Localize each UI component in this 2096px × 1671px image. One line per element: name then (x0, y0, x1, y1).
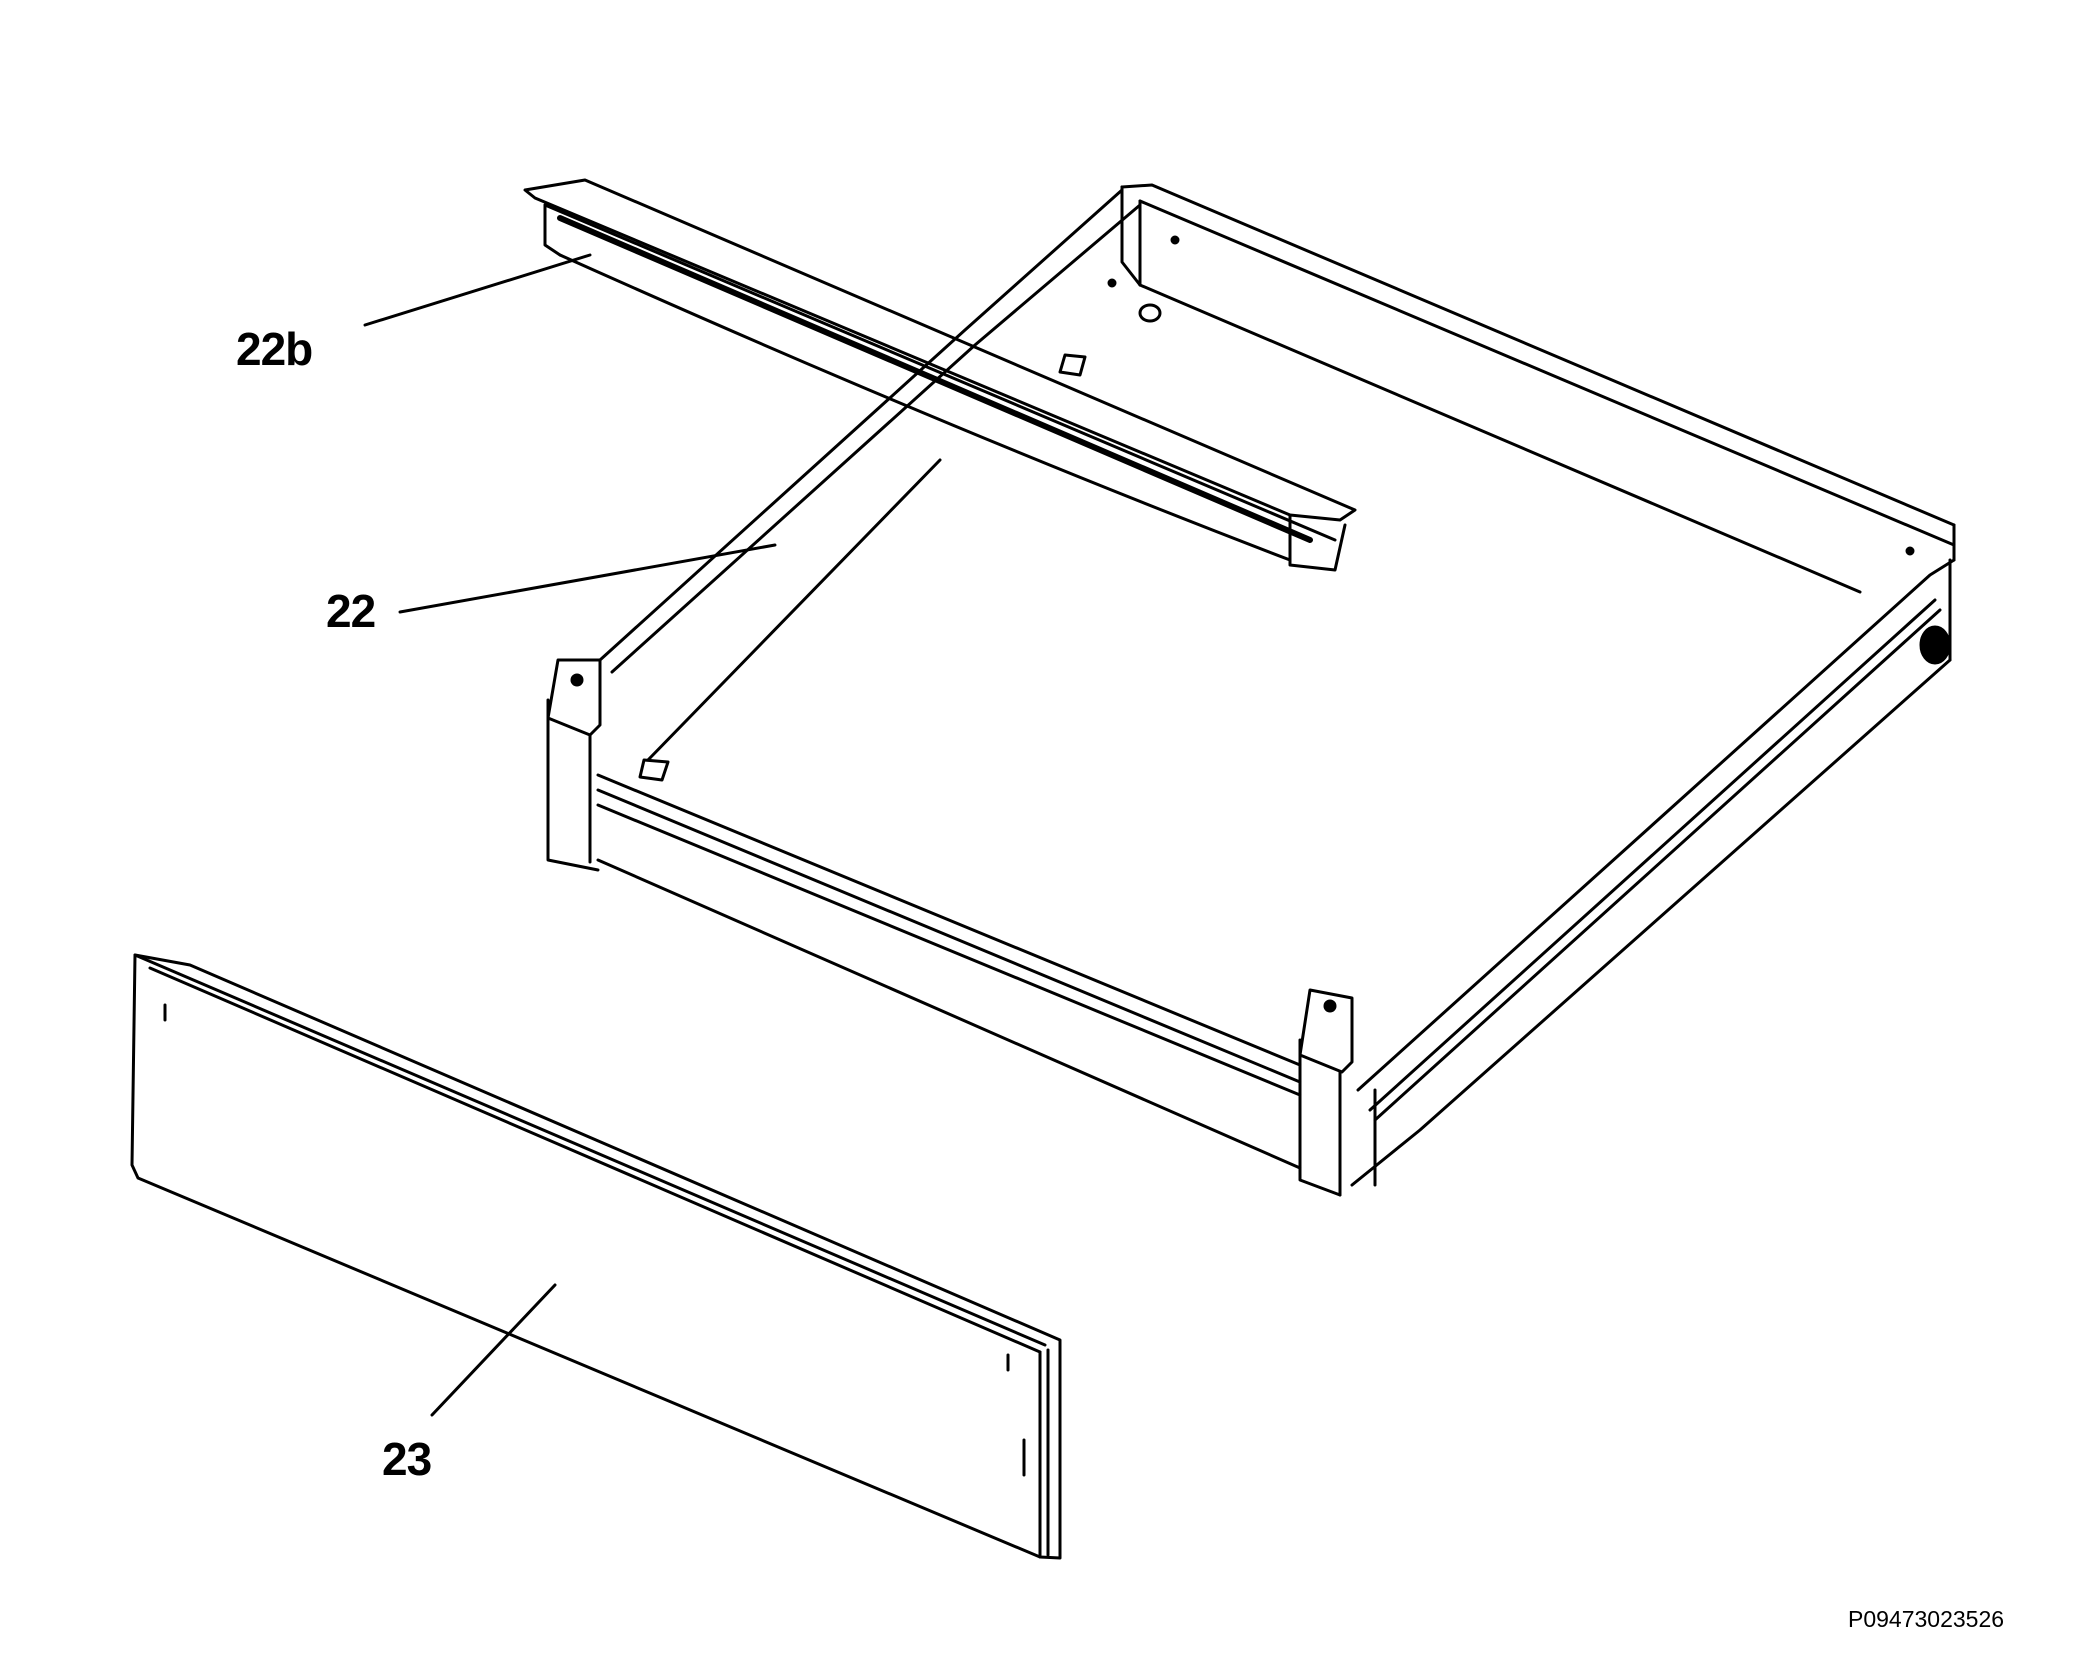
drawing-reference-code: P09473023526 (1848, 1606, 2005, 1632)
leader-22 (398, 543, 777, 614)
leader-lines (363, 253, 777, 1417)
leader-22b (363, 253, 592, 327)
callout-label-23: 23 (382, 1433, 432, 1485)
callout-label-22b: 22b (236, 323, 313, 375)
callout-label-22: 22 (326, 585, 376, 637)
drawer-frame-part-22 (546, 183, 1956, 1197)
rail-bar-part-22b (523, 178, 1357, 572)
front-panel-part-23 (130, 953, 1062, 1560)
leader-23 (430, 1283, 557, 1417)
